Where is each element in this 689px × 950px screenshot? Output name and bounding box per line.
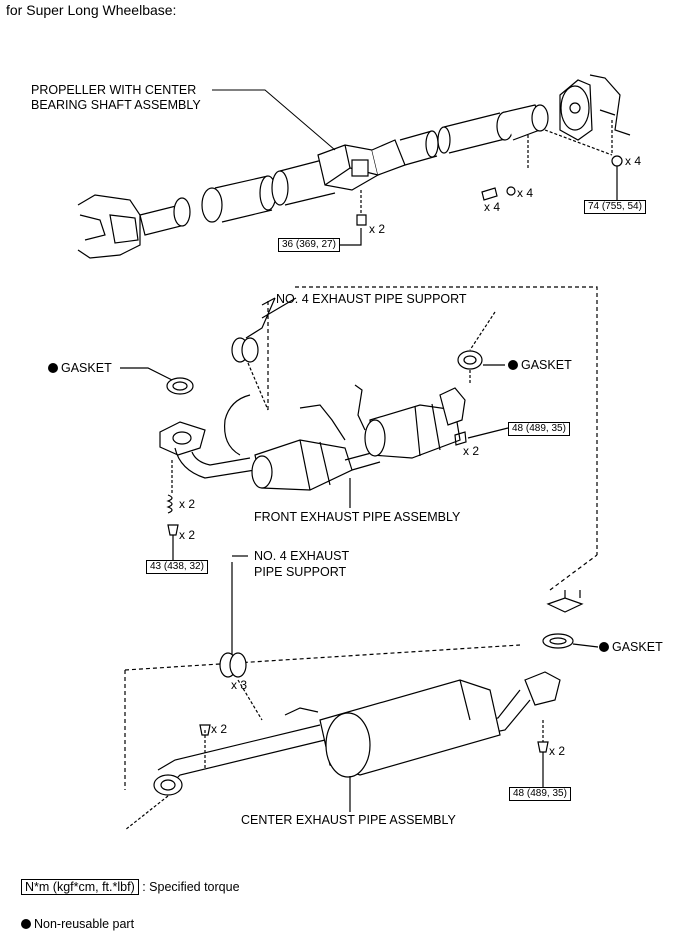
no4-support-label-mid-line2: PIPE SUPPORT [254,565,347,579]
qty-propeller-bolt-rear: x 4 [484,200,501,214]
legend-torque: N*m (kgf*cm, ft.*lbf) : Specified torque [21,879,240,895]
qty-center-right-bolt: x 2 [549,744,566,758]
torque-box-center-bolt: 48 (489, 35) [509,787,571,801]
non-reusable-dot-icon [599,642,609,652]
torque-box-flange: 74 (755, 54) [584,200,646,214]
front-exhaust-pipe [120,286,598,560]
propeller-shaft [77,74,631,259]
center-exhaust-pipe-label: CENTER EXHAUST PIPE ASSEMBLY [241,813,456,827]
qty-front-nut: x 2 [463,444,480,458]
legend-torque-unit: N*m (kgf*cm, ft.*lbf) [21,879,139,895]
qty-center-left-bolt: x 2 [211,722,228,736]
non-reusable-dot-icon [21,919,31,929]
gasket-right-text: GASKET [521,358,572,372]
gasket-label-right: GASKET [508,358,572,372]
torque-box-front-nut: 48 (489, 35) [508,422,570,436]
propeller-label-line1: PROPELLER WITH CENTER [31,83,197,97]
torque-box-front-bolt: 43 (438, 32) [146,560,208,574]
legend-nonreusable: Non-reusable part [21,917,134,931]
legend-torque-desc: : Specified torque [142,880,240,894]
qty-front-bolt: x 2 [179,528,196,542]
non-reusable-dot-icon [48,363,58,373]
no4-support-label-top: NO. 4 EXHAUST PIPE SUPPORT [276,292,467,306]
qty-propeller-flange-nut: x 4 [625,154,642,168]
propeller-label-line2: BEARING SHAFT ASSEMBLY [31,98,201,112]
gasket-lower-text: GASKET [612,640,663,654]
page-title: for Super Long Wheelbase: [6,2,177,18]
gasket-left-text: GASKET [61,361,112,375]
qty-spring: x 2 [179,497,196,511]
non-reusable-dot-icon [508,360,518,370]
no4-support-label-mid-line1: NO. 4 EXHAUST [254,549,350,563]
gasket-label-lower: GASKET [599,640,663,654]
gasket-label-left: GASKET [48,361,112,375]
legend-nonreusable-text: Non-reusable part [34,917,135,931]
front-exhaust-pipe-label: FRONT EXHAUST PIPE ASSEMBLY [254,510,461,524]
qty-support-mid: x 3 [231,678,248,692]
center-exhaust-pipe [124,554,599,831]
torque-box-propeller-bolt: 36 (369, 27) [278,238,340,252]
qty-propeller-nut: x 4 [517,186,534,200]
qty-propeller-bolt: x 2 [369,222,386,236]
